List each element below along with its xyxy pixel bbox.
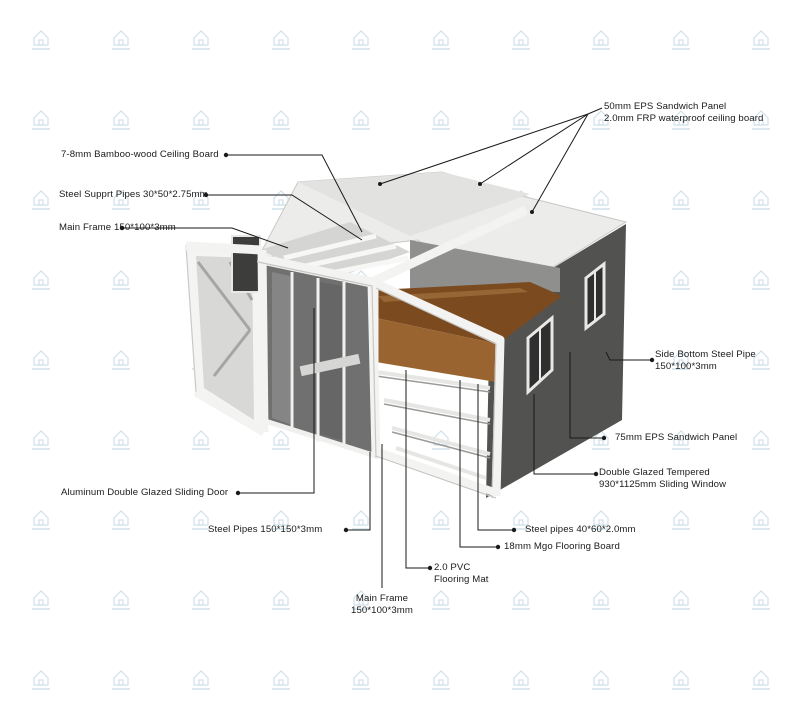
label-sliding-window: Double Glazed Tempered 930*1125mm Slidin… [599,467,726,491]
label-line: 150*100*3mm [655,361,717,372]
left-module-inner [196,256,254,420]
label-sliding-door: Aluminum Double Glazed Sliding Door [61,487,228,499]
label-side-bottom-pipe: Side Bottom Steel Pipe 150*100*3mm [655,349,756,373]
label-line: 75mm EPS Sandwich Panel [615,432,738,443]
label-line: Aluminum Double Glazed Sliding Door [61,487,229,498]
label-line: 50mm EPS Sandwich Panel [604,101,727,112]
leader-dots [119,152,655,571]
interior-back-wall [410,240,560,292]
label-main-frame-bottom: Main Frame 150*100*3mm [348,593,416,617]
interior-stair [299,353,361,377]
label-line: Main Frame [355,593,409,604]
house-illustration [185,171,628,499]
label-line: 18mm Mgo Flooring Board [504,541,620,552]
label-eps-75: 75mm EPS Sandwich Panel [615,432,737,444]
label-line: 150*100*3mm [351,605,413,616]
roof-top-plane [298,172,530,236]
label-pvc-mat: 2.0 PVC Flooring Mat [434,562,489,586]
label-line: Main Frame 150*100*3mm [59,222,176,233]
label-line: 7-8mm Bamboo-wood Ceiling Board [61,149,219,160]
label-line: Steel Supprt Pipes 30*50*2.75mm [59,189,208,200]
label-steel-pipes-150: Steel Pipes 150*150*3mm [208,524,322,536]
label-line: Steel pipes 40*60*2.0mm [525,524,636,535]
label-mgo-flooring: 18mm Mgo Flooring Board [504,541,620,553]
label-line: Steel Pipes 150*150*3mm [208,524,323,535]
label-main-frame-top: Main Frame 150*100*3mm [59,222,176,234]
bottom-steel-pipe [376,448,496,496]
label-line: 930*1125mm Sliding Window [599,479,727,490]
label-line: Flooring Mat [434,574,489,585]
floor-wood-front [376,318,498,382]
leader-lines [122,107,652,588]
label-ceiling-board: 7-8mm Bamboo-wood Ceiling Board [61,149,219,161]
label-steel-pipes-40: Steel pipes 40*60*2.0mm [525,524,636,536]
floor-support-beams [375,370,491,480]
label-line: Side Bottom Steel Pipe [655,349,756,360]
label-eps-sandwich-panel: 50mm EPS Sandwich Panel 2.0mm FRP waterp… [604,101,763,125]
label-line: 2.0mm FRP waterproof ceiling board [604,113,764,124]
label-line: 2.0 PVC [434,562,471,573]
label-support-pipes: Steel Supprt Pipes 30*50*2.75mm [59,189,208,201]
label-line: Double Glazed Tempered [599,467,710,478]
